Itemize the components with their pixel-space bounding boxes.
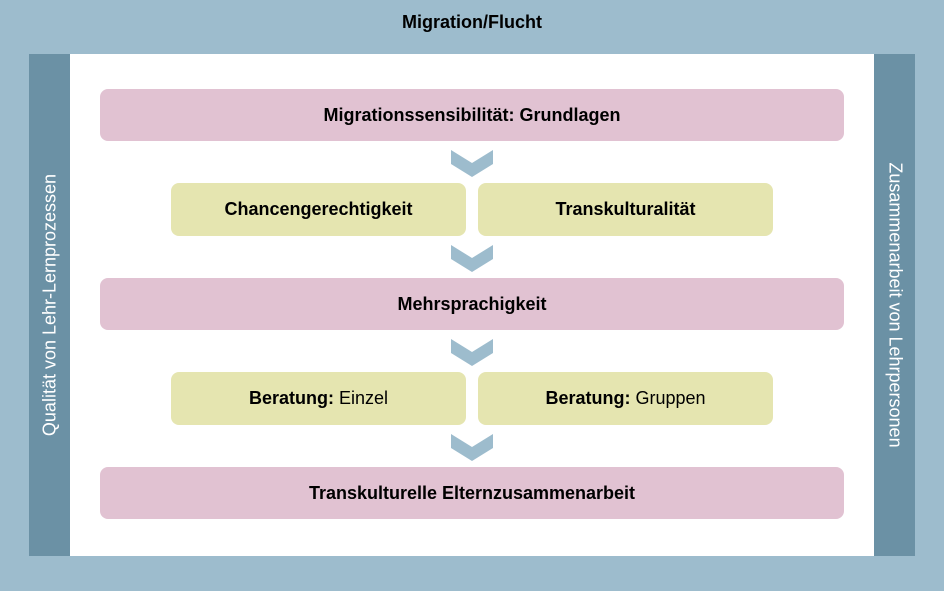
gruppen-label: Gruppen	[630, 388, 706, 408]
box-beratung-einzel: Beratung: Einzel	[171, 372, 466, 425]
box-mehrsprachigkeit: Mehrsprachigkeit	[100, 278, 844, 330]
box-migrationssensibilitaet: Migrationssensibilität: Grundlagen	[100, 89, 844, 141]
box-chancengerechtigkeit: Chancengerechtigkeit	[171, 183, 466, 236]
beratung-label: Beratung:	[248, 388, 334, 408]
box-elternzusammenarbeit: Transkulturelle Elternzusammenarbeit	[100, 467, 844, 519]
einzel-label: Einzel	[333, 388, 389, 408]
beratung-label: Beratung:	[545, 388, 631, 408]
chevron-down-icon	[451, 245, 493, 272]
chevron-down-icon	[451, 150, 493, 177]
left-side-bar: Qualität von Lehr-Lernprozessen	[29, 54, 70, 556]
chevron-down-icon	[451, 434, 493, 461]
box-beratung-gruppen: Beratung: Gruppen	[478, 372, 773, 425]
left-label: Qualität von Lehr-Lernprozessen	[39, 173, 59, 437]
right-label: Zusammenarbeit von Lehrpersonen	[885, 162, 905, 448]
right-side-bar: Zusammenarbeit von Lehrpersonen	[874, 54, 915, 556]
chevron-down-icon	[451, 339, 493, 366]
box-transkulturalitaet: Transkulturalität	[478, 183, 773, 236]
diagram-title: Migration/Flucht	[402, 12, 542, 32]
